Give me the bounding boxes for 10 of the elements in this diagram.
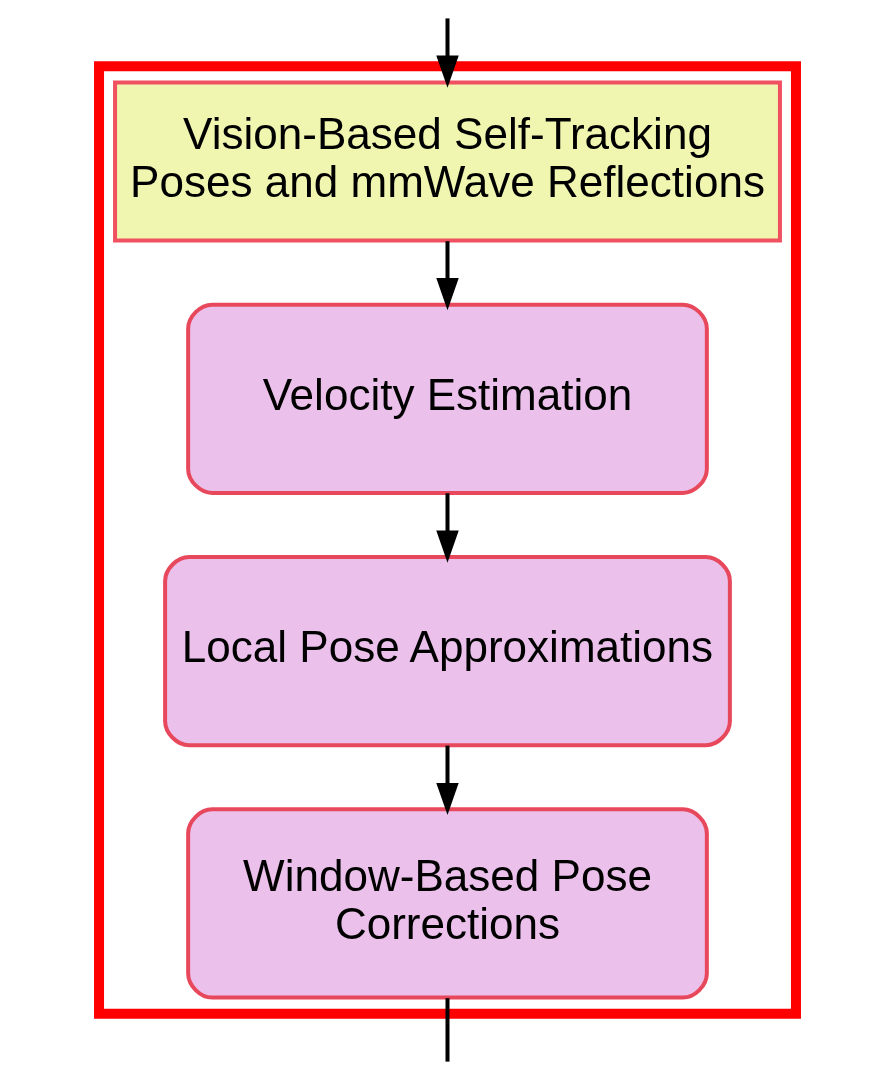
- arrow: [436, 18, 459, 88]
- connector: [445, 998, 450, 1062]
- node-box: Velocity Estimation: [186, 302, 709, 495]
- cluster: [94, 61, 801, 1019]
- arrow: [436, 745, 459, 815]
- arrow: [436, 493, 459, 563]
- node-box: Local Pose Approximations: [163, 555, 732, 748]
- node-box: Vision-Based Self-Tracking Poses and mmWave Reflections: [113, 80, 782, 243]
- node-box: Window-Based Pose Corrections: [186, 807, 709, 1000]
- arrow: [436, 241, 459, 311]
